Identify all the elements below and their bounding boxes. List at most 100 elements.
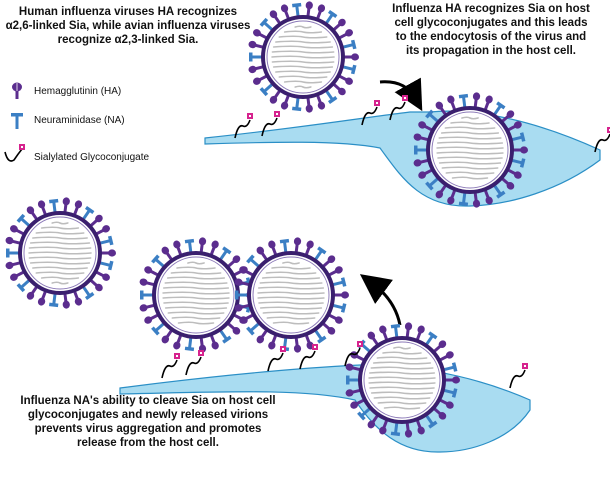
hemagglutinin-spike <box>438 351 454 362</box>
hemagglutinin-spike <box>472 191 481 208</box>
neuraminidase-spike <box>492 101 506 117</box>
hemagglutinin-spike <box>234 278 251 287</box>
hemagglutinin-spike <box>331 18 346 32</box>
hemagglutinin-spike <box>413 158 430 167</box>
hemagglutinin-spike <box>268 240 278 257</box>
neuraminidase-spike <box>98 260 114 271</box>
virus-released-right <box>234 237 349 353</box>
neuraminidase-spike <box>151 321 166 336</box>
neuraminidase-spike <box>346 375 360 385</box>
neuraminidase-spike <box>331 303 347 313</box>
neuraminidase-spike <box>424 413 438 429</box>
hemagglutinin-spike <box>415 325 425 342</box>
hemagglutinin-spike <box>367 413 380 429</box>
hemagglutinin-spike <box>343 53 359 61</box>
legend-label-sialylated-glycoconjugate: Sialylated Glycoconjugate <box>34 152 150 163</box>
neuraminidase-spike <box>425 176 440 191</box>
hemagglutinin-spike <box>337 29 353 40</box>
hemagglutinin-spike <box>438 398 454 409</box>
hemagglutinin-spike <box>435 101 448 117</box>
neuraminidase-spike <box>390 323 401 339</box>
hemagglutinin-spike <box>268 333 278 350</box>
neuraminidase-spike <box>16 278 32 293</box>
virus-free <box>5 197 116 309</box>
neuraminidase-spike <box>235 290 249 300</box>
neuraminidase-spike <box>510 132 526 142</box>
neuraminidase-spike <box>357 406 372 421</box>
neuraminidase-spike <box>81 206 95 221</box>
sialylated-glycoconjugate <box>161 353 180 379</box>
hemagglutinin-spike <box>321 321 336 335</box>
hemagglutinin-spike <box>144 266 160 277</box>
hemagglutinin-spike <box>269 10 282 25</box>
legend-label-hemagglutinin: Hemagglutinin (HA) <box>34 86 122 97</box>
neuraminidase-spike <box>510 158 526 168</box>
hemagglutinin-spike <box>37 289 48 306</box>
hemagglutinin-spike <box>447 95 457 112</box>
hemagglutinin-spike <box>5 261 22 270</box>
neuraminidase-spike <box>492 183 506 199</box>
hemagglutinin-spike <box>379 325 389 342</box>
hemagglutinin-spike <box>444 376 460 384</box>
hemagglutinin-spike <box>293 336 302 353</box>
caption-top-right-line: Influenza HA recognizes Sia on host <box>392 3 590 15</box>
virus-entering-cell <box>413 92 528 208</box>
hemagglutinin-spike <box>248 40 265 49</box>
neuraminidase-spike <box>292 96 302 112</box>
caption-top-right-line: its propagation in the host cell. <box>406 45 576 57</box>
neuraminidase-spike <box>313 246 327 262</box>
hemagglutinin-spike <box>209 240 219 257</box>
hemagglutinin-spike <box>293 237 302 254</box>
hemagglutinin-spike <box>321 255 336 269</box>
sialylated-glycoconjugate <box>261 111 280 137</box>
hemagglutinin-spike <box>10 225 26 236</box>
hemagglutinin-spike <box>418 121 434 132</box>
neuraminidase-icon <box>11 113 23 129</box>
neuraminidase-spike <box>49 198 59 214</box>
neuraminidase-spike <box>324 89 338 104</box>
hemagglutinin-spike <box>305 1 313 18</box>
hemagglutinin-spike <box>173 240 183 257</box>
host-cell-membrane-top <box>204 110 601 207</box>
hemagglutinin-spike <box>62 292 70 309</box>
hemagglutinin-spike <box>226 255 241 269</box>
hemagglutinin-spike <box>37 200 48 217</box>
hemagglutinin-icon <box>12 82 22 99</box>
sialylated-glycoconjugate <box>299 344 318 370</box>
sialylated-glycoconjugate-icon <box>4 144 25 162</box>
release-arrow <box>359 274 402 326</box>
hemagglutinin-spike <box>413 133 430 142</box>
neuraminidase-spike <box>6 248 20 258</box>
hemagglutinin-spike <box>512 146 528 154</box>
hemagglutinin-spike <box>161 328 174 344</box>
caption-top-left-line: Human influenza viruses HA recognizes <box>18 6 238 18</box>
caption-bottom-left-line: Influenza NA's ability to cleave Sia on … <box>20 395 276 407</box>
hemagglutinin-spike <box>500 110 515 124</box>
caption-top-left: Human influenza viruses HA recognizes α2… <box>2 5 254 47</box>
caption-top-right-line: to the endocytosis of the virus and <box>395 31 587 43</box>
caption-top-left-line: recognize α2,3-linked Sia. <box>57 34 199 46</box>
neuraminidase-spike <box>151 254 166 269</box>
caption-bottom-left: Influenza NA's ability to cleave Sia on … <box>2 394 294 450</box>
caption-bottom-left-line: release from the host cell. <box>77 437 219 449</box>
hemagglutinin-spike <box>345 363 362 372</box>
hemagglutinin-spike <box>333 291 349 299</box>
hemagglutinin-spike <box>239 313 255 324</box>
hemagglutinin-spike <box>327 266 343 277</box>
hemagglutinin-spike <box>350 398 366 409</box>
hemagglutinin-spike <box>315 4 326 21</box>
hemagglutinin-spike <box>253 29 269 40</box>
hemagglutinin-spike <box>418 168 434 179</box>
hemagglutinin-spike <box>209 333 219 350</box>
neuraminidase-spike <box>425 109 440 124</box>
hemagglutinin-spike <box>432 340 447 354</box>
neuraminidase-spike <box>414 145 428 155</box>
hemagglutinin-spike <box>173 333 183 350</box>
neuraminidase-spike <box>81 285 95 300</box>
hemagglutinin-spike <box>139 303 156 312</box>
hemagglutinin-spike <box>345 388 362 397</box>
caption-bottom-left-line: prevents virus aggregation and promotes <box>34 423 262 435</box>
hemagglutinin-spike <box>432 406 447 420</box>
neuraminidase-spike <box>249 52 263 62</box>
